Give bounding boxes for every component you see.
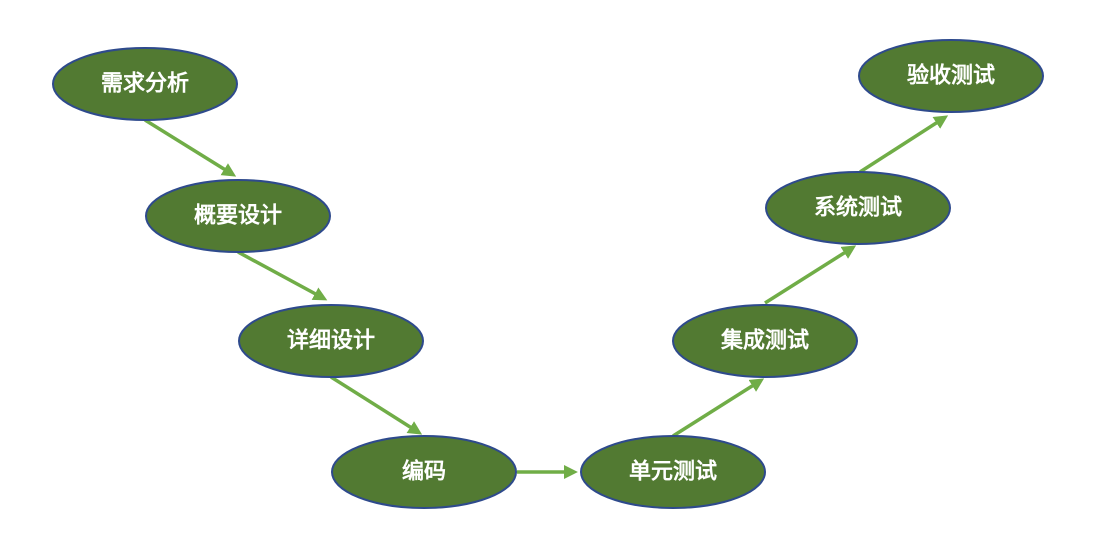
node-label: 验收测试: [907, 63, 995, 89]
edge-n7-n8: [859, 115, 949, 174]
node-requirements-analysis: 需求分析: [52, 47, 238, 121]
node-label: 集成测试: [720, 328, 809, 354]
edge-n1-n2: [144, 118, 237, 177]
edge-n6-n7: [764, 245, 857, 305]
node-integration-testing: 集成测试: [672, 304, 858, 378]
edges: [144, 115, 949, 479]
node-unit-testing: 单元测试: [580, 435, 766, 509]
node-label: 概要设计: [194, 203, 282, 229]
node-label: 系统测试: [814, 195, 902, 221]
node-label: 需求分析: [101, 72, 189, 97]
node-coding: 编码: [331, 435, 517, 509]
node-system-testing: 系统测试: [765, 171, 951, 245]
edge-n5-n6: [672, 378, 765, 438]
node-detailed-design: 详细设计: [238, 304, 424, 378]
edge-n3-n4: [330, 375, 423, 435]
node-label: 编码: [402, 459, 446, 485]
node-label: 单元测试: [629, 460, 717, 485]
node-high-level-design: 概要设计: [145, 179, 331, 253]
edge-n2-n3: [237, 250, 328, 301]
node-label: 详细设计: [287, 328, 375, 354]
node-acceptance-testing: 验收测试: [858, 39, 1044, 113]
